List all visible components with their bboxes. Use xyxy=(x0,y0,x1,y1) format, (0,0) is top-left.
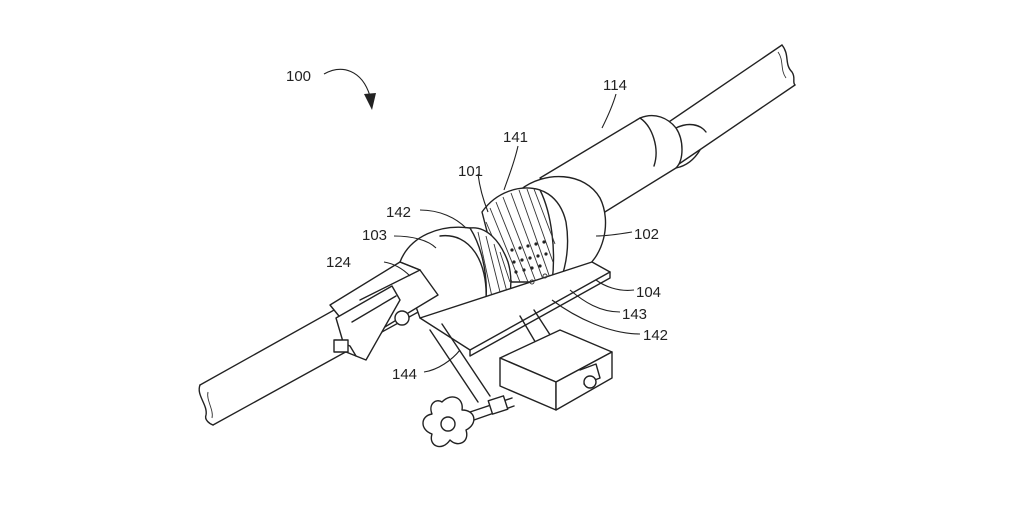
label-114: 114 xyxy=(603,77,627,94)
label-100: 100 xyxy=(286,68,311,85)
clamp-box xyxy=(500,330,612,410)
label-102: 102 xyxy=(634,226,659,243)
label-103: 103 xyxy=(362,227,387,244)
label-143: 143 xyxy=(622,306,647,323)
label-141: 141 xyxy=(503,129,528,146)
knob-screw xyxy=(423,396,514,447)
label-142-bottom: 142 xyxy=(643,327,668,344)
reference-arrow-100 xyxy=(324,69,376,110)
label-142-top: 142 xyxy=(386,204,411,221)
label-104: 104 xyxy=(636,284,661,301)
label-144: 144 xyxy=(392,366,417,383)
label-124: 124 xyxy=(326,254,351,271)
label-101: 101 xyxy=(458,163,483,180)
